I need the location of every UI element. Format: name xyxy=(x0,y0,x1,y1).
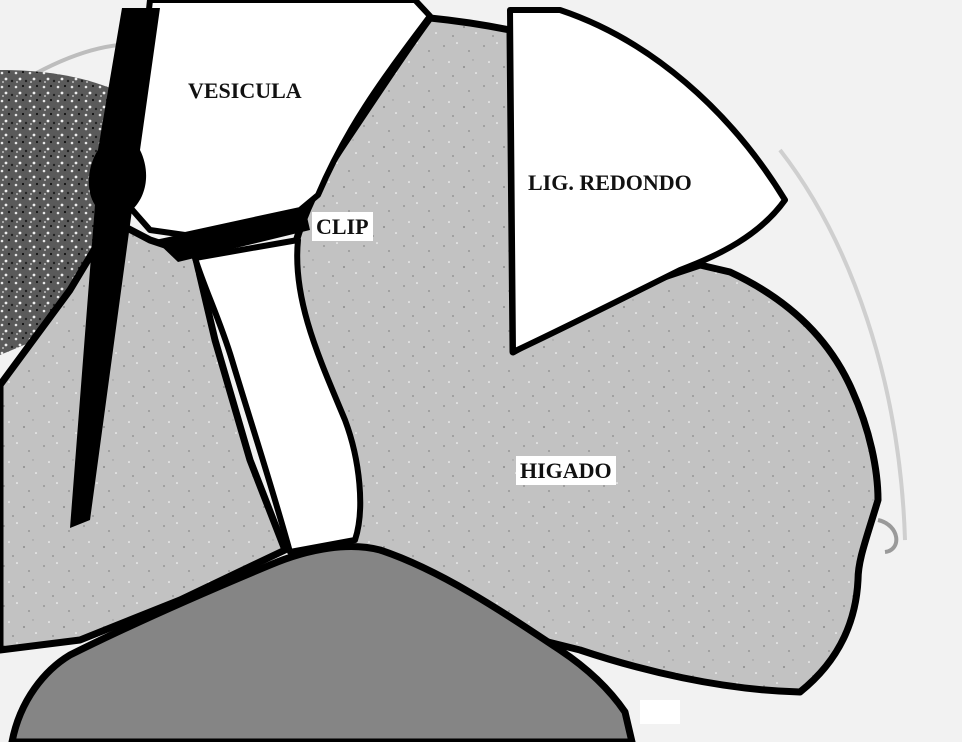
clip-label: CLIP xyxy=(312,212,373,241)
gallbladder-label: VESICULA xyxy=(188,80,302,102)
background-detail xyxy=(640,700,680,724)
liver-label: HIGADO xyxy=(516,456,616,485)
round-ligament-label: LIG. REDONDO xyxy=(528,172,692,194)
